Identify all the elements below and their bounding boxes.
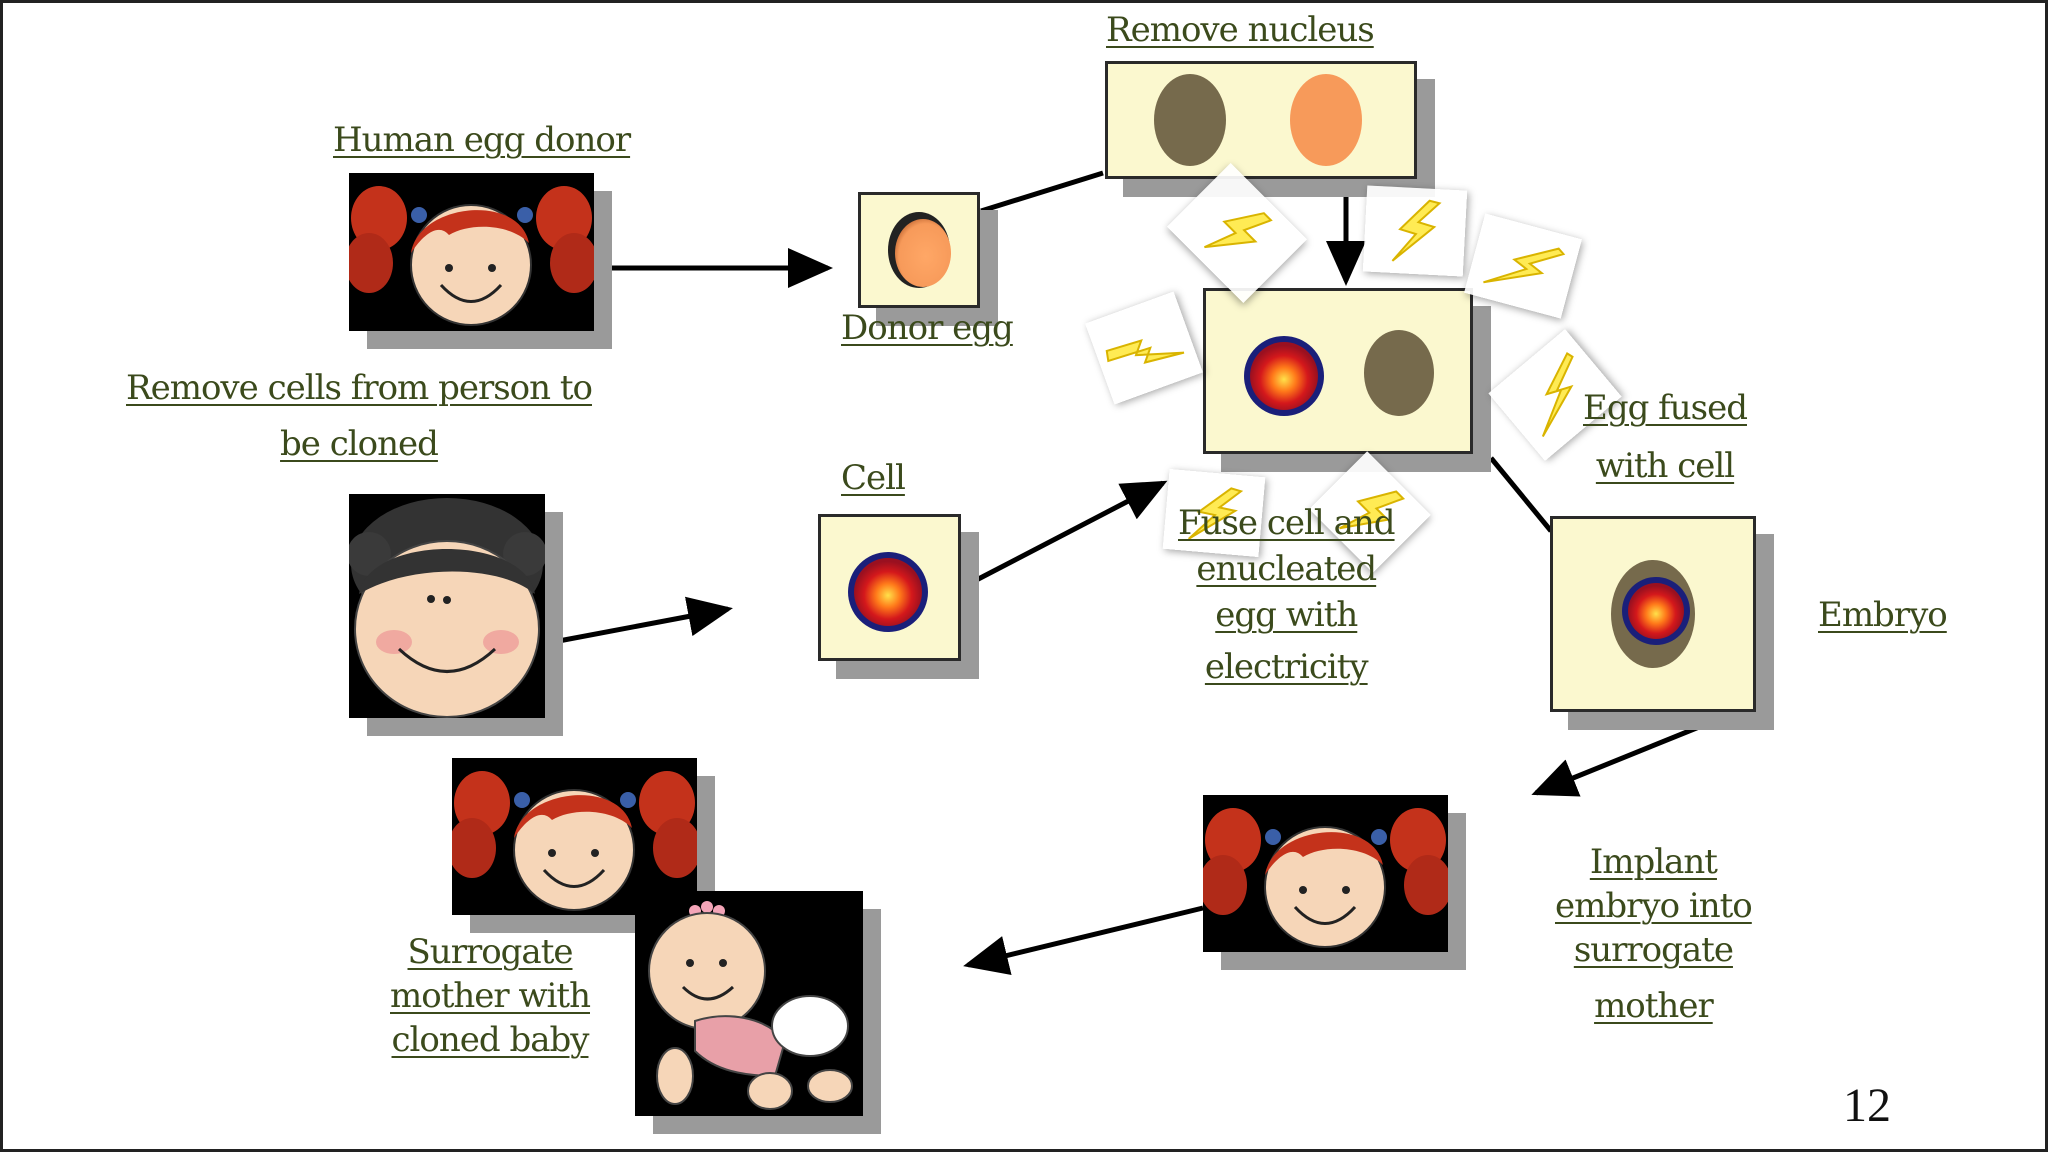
connector-arrows (547, 170, 1752, 976)
label-remove-nucleus: Remove nucleus (1106, 10, 1375, 50)
girl-face-icon (1203, 808, 1448, 948)
girl-face-icon (349, 186, 594, 326)
label-implant: Implant embryo into surrogate mother (1555, 842, 1753, 1026)
lightning-icon (1309, 451, 1431, 573)
label-human-egg-donor: Human egg donor (333, 120, 631, 160)
embryo-box (1550, 516, 1756, 712)
cloned-baby-picture (635, 891, 863, 1116)
nucleus-icon (854, 558, 922, 626)
label-remove-cells: Remove cells from person to be cloned (126, 368, 593, 464)
nucleus-icon (1628, 583, 1684, 639)
surrogate-with-baby-picture (452, 758, 697, 915)
label-donor-egg: Donor egg (841, 308, 1014, 348)
label-cell: Cell (841, 458, 906, 498)
lightning-icon (1162, 468, 1266, 558)
lightning-icon (1166, 162, 1308, 304)
lightning-icon (1362, 185, 1468, 277)
label-fuse-cell: Fuse cell and enucleated egg with electr… (1178, 503, 1396, 687)
label-embryo: Embryo (1818, 595, 1948, 635)
egg-cell-icon (1290, 74, 1362, 166)
lightning-icon (1488, 329, 1622, 461)
girl-face-icon (452, 771, 697, 911)
nucleus-icon (1364, 330, 1434, 416)
remove-nucleus-box (1105, 61, 1417, 179)
egg-donor-picture (349, 173, 594, 331)
lightning-icon (1085, 291, 1203, 405)
baby-icon (648, 901, 853, 1110)
fusion-box (1203, 288, 1473, 454)
label-surrogate-with-baby: Surrogate mother with cloned baby (390, 932, 591, 1060)
nucleus-icon (1154, 74, 1226, 166)
surrogate-mother-picture (1203, 795, 1448, 952)
person-to-clone-picture (349, 494, 545, 718)
boy-face-icon (349, 498, 545, 718)
donor-egg-box (858, 192, 980, 308)
cell-box (818, 514, 961, 661)
page-number: 12 (1843, 1079, 1891, 1132)
egg-cell-icon (895, 219, 951, 287)
lightning-icon (1464, 213, 1582, 319)
nucleus-icon (1250, 342, 1318, 410)
label-egg-fused: Egg fused with cell (1583, 388, 1748, 486)
